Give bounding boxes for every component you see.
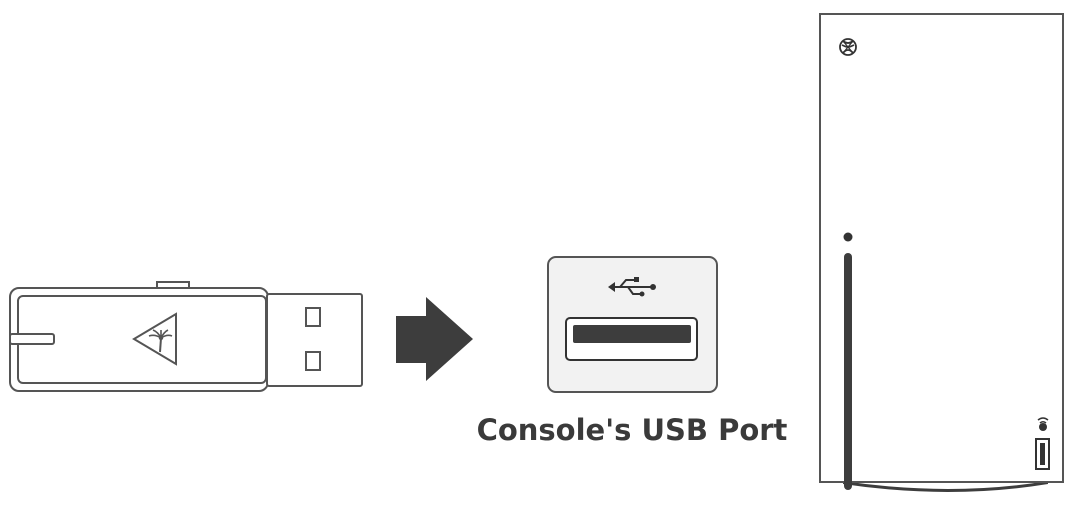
console-front-usb-tongue: [1040, 443, 1045, 465]
dongle-slot: [9, 333, 55, 345]
usb-port-tongue: [573, 325, 691, 343]
connector-hole-bottom: [305, 351, 321, 371]
arrow-right: [396, 297, 473, 381]
dongle-connector: [266, 293, 363, 387]
usb-port-panel: [547, 256, 718, 393]
xbox-series-x-console: [819, 13, 1064, 492]
xbox-logo-icon: [839, 38, 857, 56]
usb-dongle: [9, 281, 363, 392]
pair-button-icon: [1037, 417, 1049, 431]
usb-symbol-icon: [608, 277, 656, 297]
console-base: [843, 481, 1048, 492]
console-body: [819, 13, 1064, 483]
turtle-beach-logo-icon: [132, 312, 177, 366]
connector-hole-top: [305, 307, 321, 327]
console-power-button: [843, 232, 853, 242]
port-caption: Console's USB Port: [477, 413, 788, 447]
